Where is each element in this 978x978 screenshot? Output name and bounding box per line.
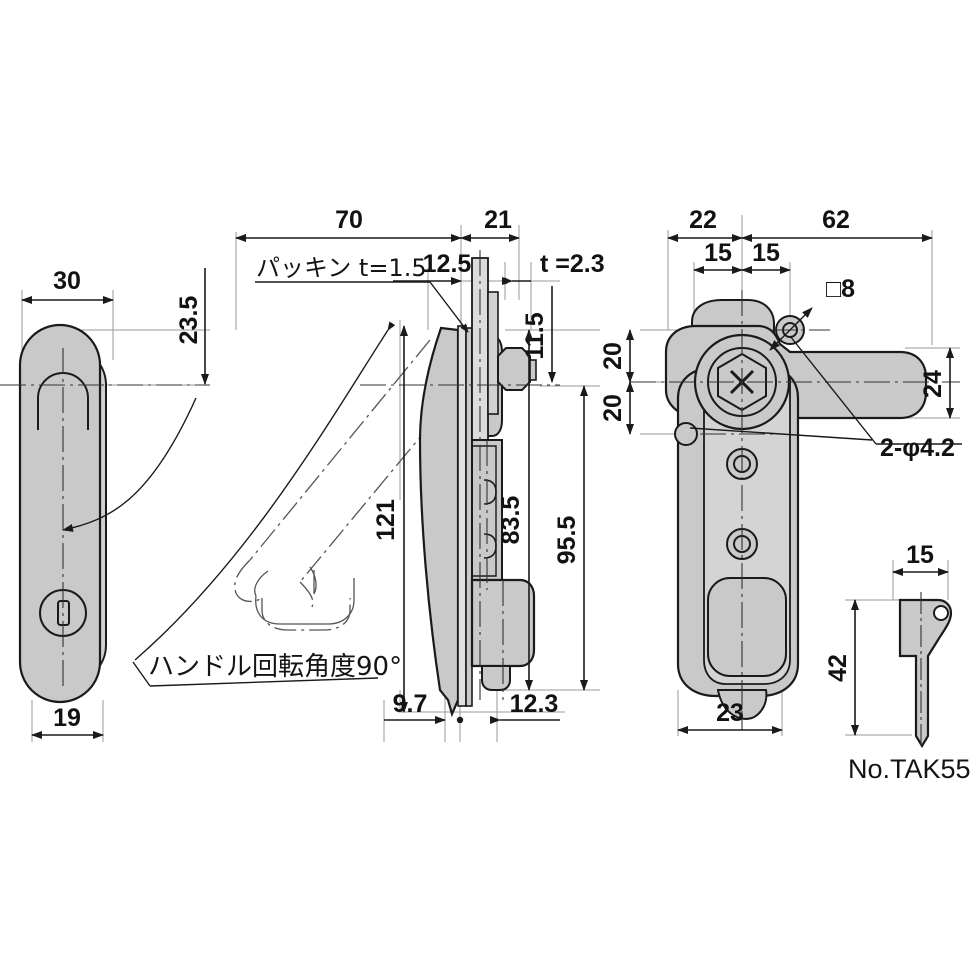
note-holes: 2-φ4.2 (880, 434, 955, 462)
dim-value-83-5: 83.5 (497, 496, 525, 545)
note-gasket: パッキン t=1.5 (256, 254, 427, 282)
key-ring-hole (933, 605, 949, 621)
gasket-plate (457, 325, 467, 707)
dim-len-21: 21 (460, 206, 520, 242)
dim-height-83-5: 83.5 (497, 329, 533, 691)
dim-len-22: 22 (667, 206, 743, 242)
dim-offset-23-5: 23.5 (175, 268, 209, 385)
part-number-label: No.TAK55 (848, 754, 971, 784)
dim-width-19: 19 (31, 704, 104, 739)
dim-value-121: 121 (372, 499, 400, 541)
dim-len-20-lower: 20 (599, 381, 634, 435)
mounting-hole-left (674, 422, 698, 446)
dim-key-height-42: 42 (824, 599, 859, 736)
dim-key-width-15: 15 (892, 541, 949, 576)
slot-feature-upper (483, 479, 497, 505)
dim-len-62: 62 (741, 206, 933, 242)
dim-len-23: 23 (677, 699, 783, 734)
dim-thk-2-3: t =2.3 (502, 250, 605, 285)
left-elevation-view (0, 323, 210, 704)
dim-value-12-5: 12.5 (423, 250, 472, 278)
holes-annotation: 2-φ4.2 (689, 335, 962, 462)
dim-len-15-left: 15 (693, 239, 743, 274)
dim-value-22: 22 (689, 206, 717, 234)
dim-len-12-5: 12.5 (393, 250, 509, 285)
dim-len-9-7: 9.7 (384, 690, 446, 724)
note-handle-rotation: ハンドル回転角度90° (148, 652, 402, 682)
body-lower-inner (471, 445, 497, 577)
dim-height-121: 121 (372, 325, 408, 713)
key-outline (898, 598, 953, 749)
dim-len-12-3: 12.3 (456, 690, 560, 724)
dim-value-9-7: 9.7 (393, 690, 428, 718)
dim-value-24: 24 (919, 370, 947, 398)
dim-value-30: 30 (53, 267, 81, 295)
dim-value-21: 21 (484, 206, 512, 234)
dim-value-23: 23 (716, 699, 744, 727)
dim-len-70: 70 (235, 206, 462, 242)
dim-value-70: 70 (335, 206, 363, 234)
dim-value-t-2-3: t =2.3 (540, 250, 605, 278)
dim-value-20-upper: 20 (599, 342, 627, 370)
dim-value-15-right: 15 (752, 239, 780, 267)
key-detail-view (898, 592, 953, 750)
dim-value-12-3: 12.3 (510, 690, 559, 718)
dim-len-15-right: 15 (741, 239, 791, 274)
gasket-annotation: パッキン t=1.5 (255, 254, 469, 333)
dim-value-95-5: 95.5 (553, 516, 581, 565)
dim-len-20-upper: 20 (599, 329, 634, 383)
dim-width-30: 30 (21, 267, 114, 304)
dim-len-24: 24 (919, 347, 954, 419)
dim-value-key-42: 42 (824, 654, 852, 682)
lock-barrel (707, 577, 787, 677)
dim-value-15-left: 15 (704, 239, 732, 267)
dim-height-95-5: 95.5 (553, 385, 588, 691)
dim-value-key-15: 15 (906, 541, 934, 569)
stud-collar (487, 291, 499, 415)
handle-open-position-outline (254, 566, 355, 625)
lock-nose (481, 665, 511, 691)
handle-edge-profile (418, 326, 460, 718)
centerlines-left-view (0, 348, 210, 690)
handle-rotation-annotation: ハンドル回転角度90° (62, 321, 402, 687)
note-square-drive: □8 (826, 275, 855, 303)
dim-value-19: 19 (53, 704, 81, 732)
dim-value-11-5: 11.5 (521, 312, 549, 359)
dim-value-62: 62 (822, 206, 850, 234)
dim-value-20-lower: 20 (599, 394, 627, 422)
nut-end (529, 359, 537, 381)
slot-feature-lower (483, 533, 497, 559)
front-elevation-view (630, 290, 960, 730)
side-section-view (360, 250, 560, 718)
handle-body-outline (18, 323, 102, 704)
square-drive-annotation: □8 (769, 275, 855, 351)
dim-value-23-5: 23.5 (175, 296, 203, 345)
